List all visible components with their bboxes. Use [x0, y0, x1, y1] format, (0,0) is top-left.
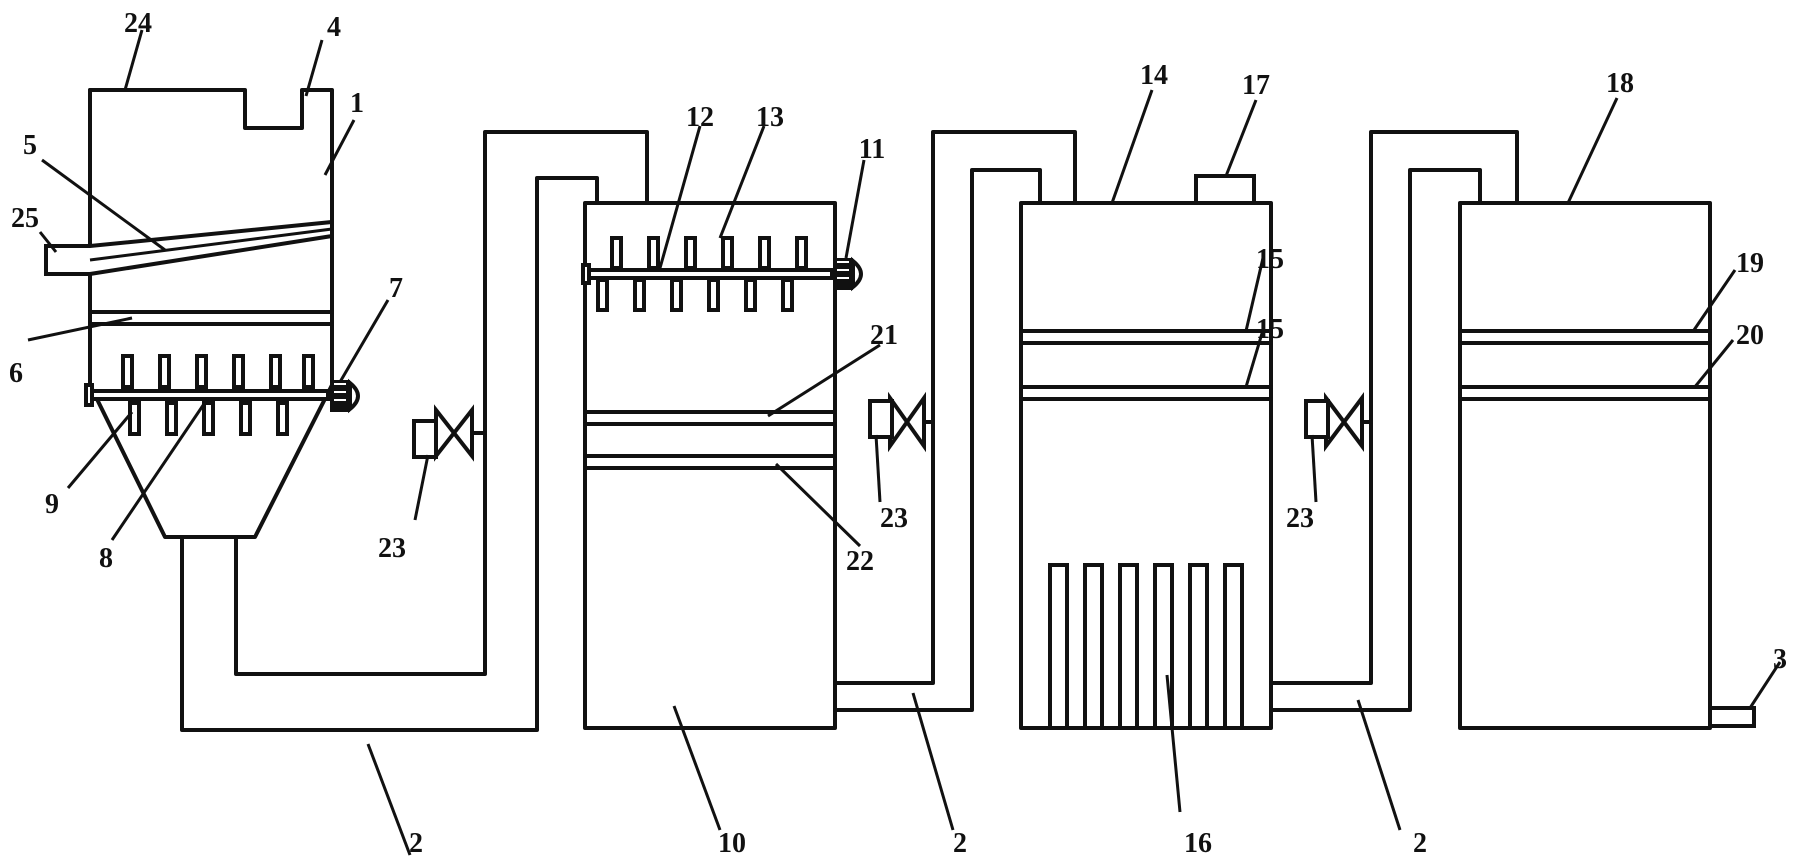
label-6: 6 — [9, 358, 23, 389]
label-23-second: 23 — [880, 503, 908, 534]
label-18: 18 — [1606, 68, 1634, 99]
label-12: 12 — [686, 102, 714, 133]
label-19: 19 — [1736, 248, 1764, 279]
label-15-top: 15 — [1256, 244, 1284, 275]
leader-lines — [27, 29, 1782, 856]
label-20: 20 — [1736, 320, 1764, 351]
label-23-third: 23 — [1286, 503, 1314, 534]
pipe-2-second — [833, 130, 1077, 712]
label-2-first: 2 — [409, 828, 423, 859]
valve-23-third — [1304, 392, 1373, 452]
label-15-bottom: 15 — [1256, 314, 1284, 345]
label-17: 17 — [1242, 70, 1270, 101]
stirring-shaft-8 — [84, 354, 330, 436]
label-22: 22 — [846, 546, 874, 577]
stirring-shaft-12 — [581, 236, 834, 312]
label-25: 25 — [11, 203, 39, 234]
label-3: 3 — [1773, 644, 1787, 675]
unit-1-hopper-tank — [44, 88, 360, 539]
label-5: 5 — [23, 130, 37, 161]
label-9: 9 — [45, 489, 59, 520]
label-2-second: 2 — [953, 828, 967, 859]
label-4: 4 — [327, 12, 341, 43]
label-23-first: 23 — [378, 533, 406, 564]
motor-11 — [833, 256, 863, 292]
label-7: 7 — [389, 273, 403, 304]
label-11: 11 — [859, 134, 885, 165]
pipe-2-third — [1269, 130, 1519, 712]
label-24: 24 — [124, 8, 152, 39]
electrode-plates-16 — [1048, 563, 1244, 730]
motor-7 — [330, 378, 360, 414]
pipe-2-first — [180, 130, 649, 732]
label-13: 13 — [756, 102, 784, 133]
label-2-third: 2 — [1413, 828, 1427, 859]
valve-23-second — [868, 391, 935, 453]
part-labels: 24 4 1 5 25 6 7 9 8 23 2 12 13 11 21 22 … — [9, 8, 1787, 859]
label-10: 10 — [718, 828, 746, 859]
unit-18-tank — [1458, 201, 1756, 730]
label-16: 16 — [1184, 828, 1212, 859]
label-21: 21 — [870, 320, 898, 351]
label-8: 8 — [99, 543, 113, 574]
valve-23-first — [412, 404, 487, 462]
label-1: 1 — [350, 88, 364, 119]
unit-10-tank — [581, 201, 863, 730]
label-14: 14 — [1140, 60, 1168, 91]
unit-14-tank — [1019, 174, 1273, 730]
